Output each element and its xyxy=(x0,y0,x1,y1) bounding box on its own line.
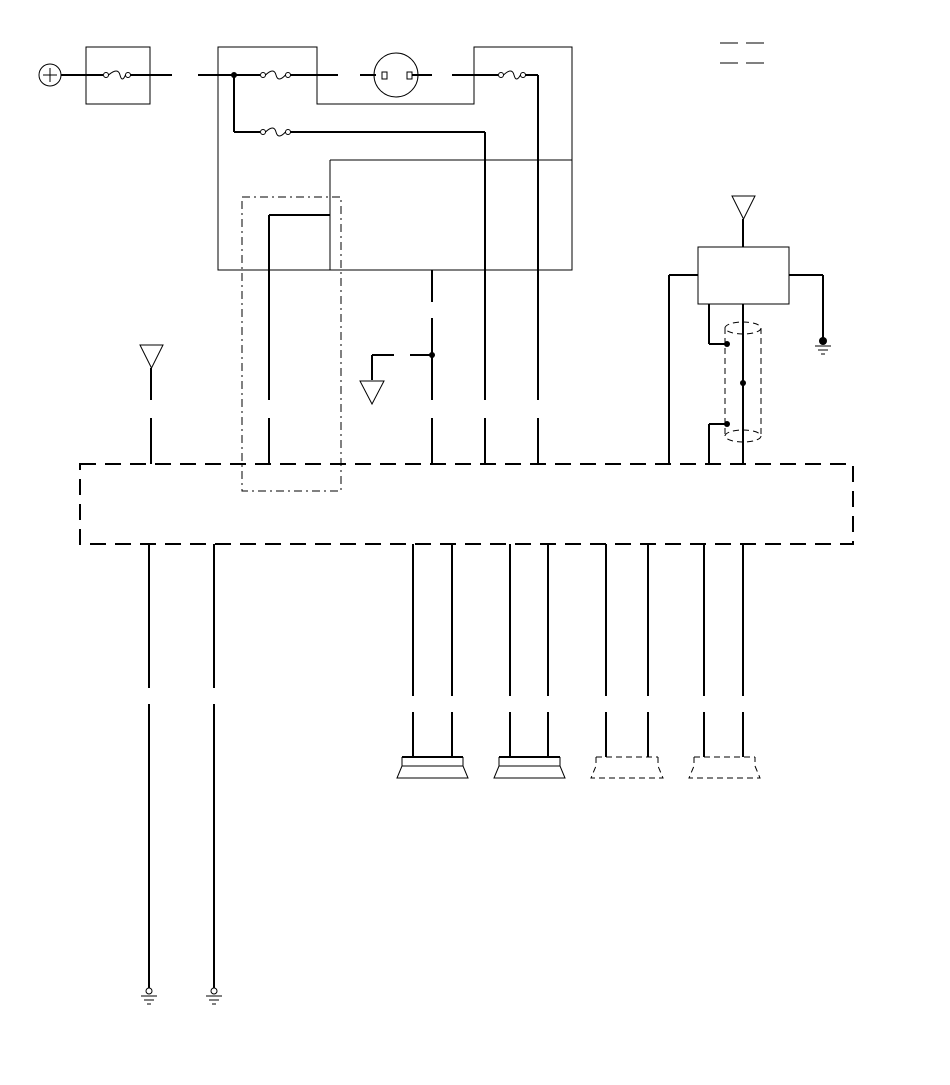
battery-terminal xyxy=(38,63,62,87)
amplifier-module xyxy=(697,246,790,305)
antenna-icon-right xyxy=(731,195,756,221)
speaker-icon-3 xyxy=(590,756,664,779)
speaker-icon-4 xyxy=(688,756,761,779)
lamp-icon xyxy=(373,52,419,98)
speaker-icon-1 xyxy=(396,756,469,779)
ground-icon-left xyxy=(141,987,157,1005)
legend-marks xyxy=(720,42,764,64)
ground-icon xyxy=(815,337,831,355)
unit-input-stubs xyxy=(150,418,539,464)
fuse-3 xyxy=(260,127,291,137)
ground-icon-right xyxy=(206,987,222,1005)
fuse-1 xyxy=(260,70,291,80)
audio-unit xyxy=(79,463,854,545)
coaxial-shield xyxy=(724,321,762,443)
main-fuse xyxy=(103,70,131,80)
antenna-icon xyxy=(139,344,164,370)
shielded-cable-outline xyxy=(241,196,342,492)
fuse-relay-housing xyxy=(217,46,573,271)
speaker-icon-2 xyxy=(493,756,566,779)
signal-ground-icon xyxy=(359,380,385,406)
fuse-2 xyxy=(498,70,526,80)
speaker-wires xyxy=(412,544,744,757)
